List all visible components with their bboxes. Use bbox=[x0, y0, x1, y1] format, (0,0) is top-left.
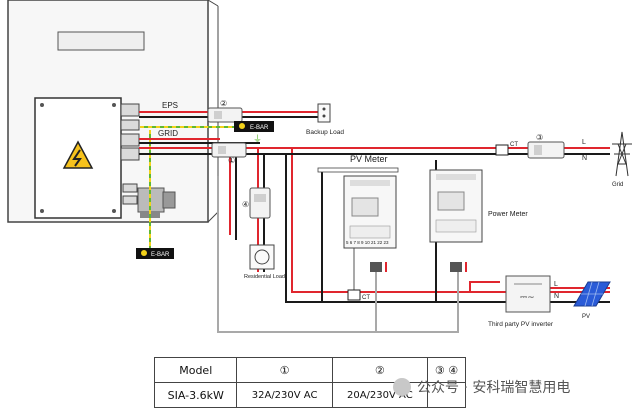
ct-top-label: CT bbox=[510, 142, 518, 148]
eps-label: EPS bbox=[162, 101, 178, 110]
svg-text:⎓~: ⎓~ bbox=[520, 293, 535, 303]
circle-1-label: ① bbox=[228, 156, 235, 165]
ebar-top: E-BAR ⏚ bbox=[234, 121, 274, 144]
table-header-row: Model ① ② ③ ④ bbox=[153, 357, 467, 383]
table-cell: 32A/230V AC bbox=[236, 382, 333, 408]
table-header-cell: ② bbox=[331, 357, 428, 383]
power-meter: Power Meter bbox=[429, 169, 528, 243]
cable-glands bbox=[120, 103, 140, 205]
ct-bottom-label: CT bbox=[362, 295, 370, 301]
watermark-text: 公众号 · 安科瑞智慧用电 bbox=[417, 380, 571, 396]
ebar-bottom: E-BAR bbox=[136, 248, 174, 259]
backup-load-label: Backup Load bbox=[306, 129, 344, 136]
pv-meter: PV Meter 5 6 7 8 9 10 21 22 23 bbox=[317, 154, 399, 249]
communication-wires bbox=[217, 176, 459, 333]
table-cell: SIA-3.6kW bbox=[153, 382, 238, 408]
circle-3-label: ③ bbox=[536, 133, 543, 142]
breaker-spec-table: Model ① ② ③ ④ SIA-3.6kW 32A/230V AC 20A/… bbox=[153, 357, 467, 408]
breaker-3: ③ bbox=[527, 133, 565, 159]
table-row: SIA-3.6kW 32A/230V AC 20A/230V AC bbox=[153, 382, 467, 408]
grid-tower-icon bbox=[612, 131, 632, 177]
watermark: 公众号 · 安科瑞智慧用电 bbox=[393, 374, 633, 400]
wiring-box bbox=[34, 97, 122, 219]
grid-l-label: L bbox=[582, 139, 586, 146]
grid-port-label: GRID bbox=[158, 129, 178, 138]
third-party-inverter-label: Third party PV inverter bbox=[488, 321, 554, 328]
breaker-1: ① bbox=[211, 142, 247, 165]
high-voltage-warning-icon bbox=[62, 140, 94, 169]
residential-load-label: Residential Load bbox=[244, 274, 285, 280]
pv-l-label: L bbox=[554, 281, 558, 288]
pv-label: PV bbox=[582, 314, 590, 320]
breaker-2: ② bbox=[207, 99, 243, 123]
pv-meter-terminals: 5 6 7 8 9 10 21 22 23 bbox=[346, 240, 389, 245]
table-header-cell: ③ ④ bbox=[426, 357, 467, 383]
ebar-top-label: E-BAR bbox=[250, 125, 269, 131]
circle-4-label: ④ bbox=[242, 200, 249, 209]
residential-load: Residential Load bbox=[244, 244, 285, 280]
earth-wires bbox=[140, 126, 252, 248]
pv-meter-label: PV Meter bbox=[350, 154, 388, 164]
table-cell bbox=[426, 382, 467, 408]
ground-icon: ⏚ bbox=[253, 134, 262, 144]
ebar-bottom-label: E-BAR bbox=[151, 252, 170, 258]
ct-top: CT bbox=[495, 142, 518, 156]
table-header-cell: ① bbox=[236, 357, 333, 383]
backup-load: Backup Load bbox=[306, 103, 344, 136]
ct-bottom: CT bbox=[347, 289, 370, 301]
grid-label: Grid bbox=[612, 182, 623, 188]
wechat-icon bbox=[393, 378, 411, 396]
table-cell: 20A/230V AC bbox=[331, 382, 428, 408]
pv-n-label: N bbox=[554, 293, 559, 300]
circle-2-label: ② bbox=[220, 99, 227, 108]
grid-n-label: N bbox=[582, 155, 587, 162]
table-header-cell: Model bbox=[153, 357, 238, 383]
solar-panel-icon bbox=[573, 281, 611, 307]
connector-plugs bbox=[370, 262, 467, 272]
power-meter-label: Power Meter bbox=[488, 211, 528, 218]
third-party-inverter: ⎓~ Third party PV inverter bbox=[488, 275, 554, 328]
breaker-4: ④ bbox=[242, 187, 271, 219]
